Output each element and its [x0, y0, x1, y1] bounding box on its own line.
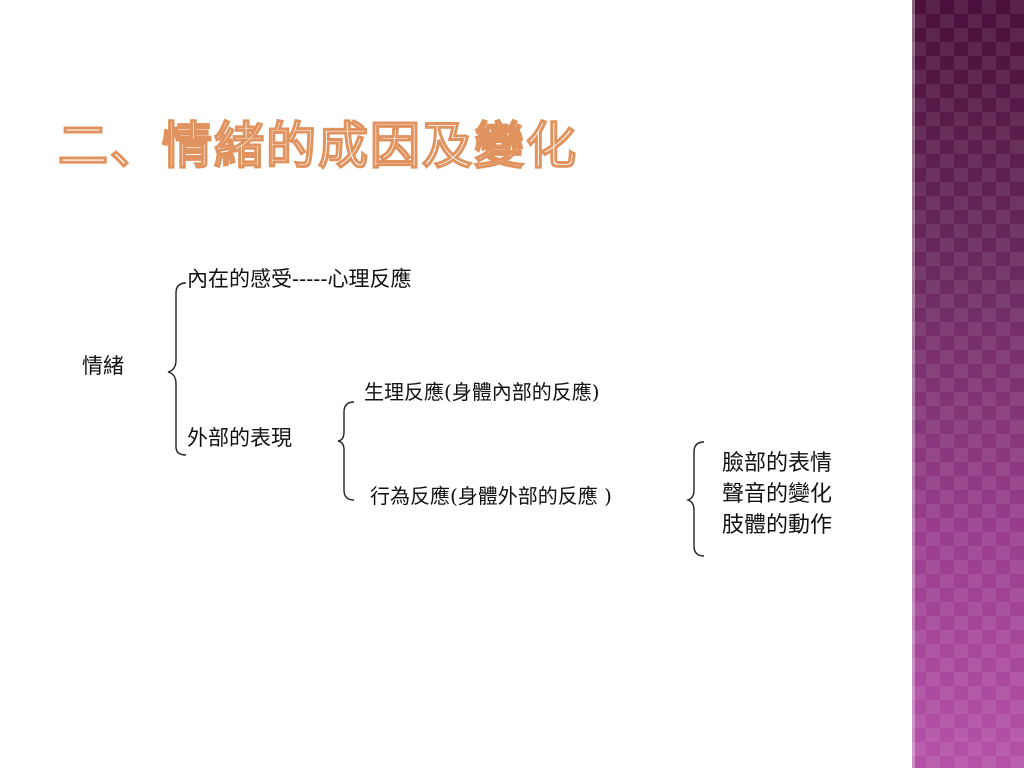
- brace-root: [167, 282, 187, 456]
- decorative-side-band: [912, 0, 1024, 768]
- side-band-edge: [912, 0, 915, 768]
- slide-canvas: 二、情緒的成因及變化 情緒 內在的感受-----心理反應 外部的表現 生理反應(…: [57, 116, 833, 557]
- node-outer-expression: 外部的表現: [187, 426, 292, 450]
- brace-outer: [337, 401, 355, 501]
- slide-title: 二、情緒的成因及變化: [57, 116, 578, 175]
- node-emotion: 情緒: [82, 354, 124, 378]
- behavior-list: 臉部的表情 聲音的變化 肢體的動作: [722, 448, 832, 541]
- bracket-lines: [167, 282, 705, 557]
- node-behavioral-reaction: 行為反應(身體外部的反應 ): [370, 484, 612, 508]
- brace-behavioral: [685, 441, 705, 557]
- behavior-item-face: 臉部的表情: [722, 451, 833, 476]
- side-band-pattern: [912, 0, 1024, 768]
- behavior-item-body: 肢體的動作: [722, 513, 833, 538]
- node-inner-feeling: 內在的感受-----心理反應: [187, 267, 412, 291]
- node-physiological-reaction: 生理反應(身體內部的反應): [364, 380, 600, 404]
- behavior-item-voice: 聲音的變化: [722, 482, 833, 507]
